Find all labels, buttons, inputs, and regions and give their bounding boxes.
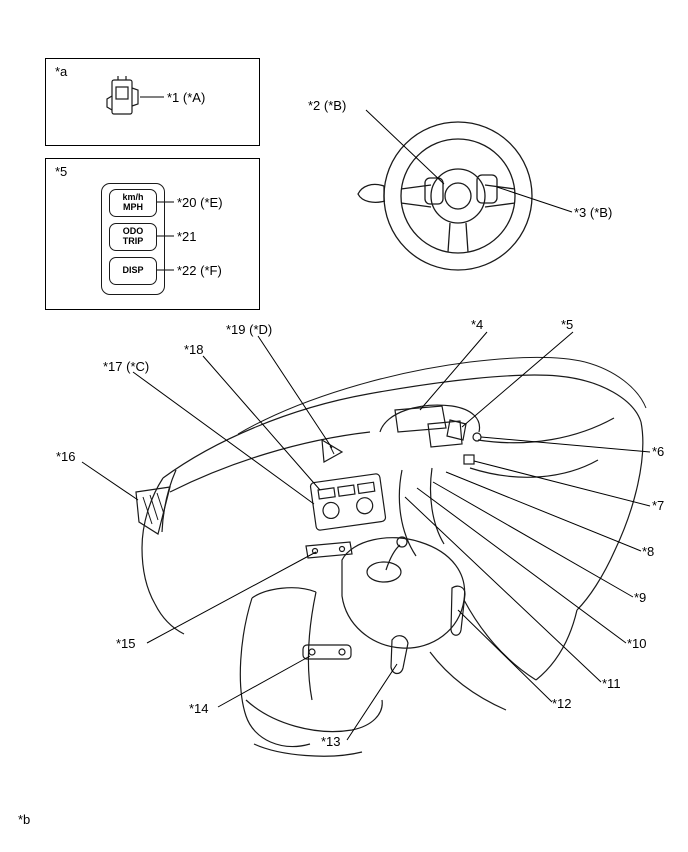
callout-18: *18 — [184, 342, 204, 357]
column-stalk-part — [357, 183, 386, 203]
callout-1: *1 (*A) — [167, 90, 206, 105]
dashboard-illustration — [135, 357, 647, 757]
right-wheel-switch-part — [476, 174, 498, 204]
kmh-mph-button-line2: MPH — [123, 202, 143, 212]
callout-12: *12 — [552, 696, 572, 711]
callout-20: *20 (*E) — [177, 195, 223, 210]
odo-trip-button-line1: ODO — [122, 226, 144, 237]
switch-part-illustration — [106, 76, 139, 115]
seat-illustration — [239, 587, 383, 757]
callout-22: *22 (*F) — [177, 263, 222, 278]
callout-21: *21 — [177, 229, 197, 244]
callout-15: *15 — [116, 636, 136, 651]
inset-box-switch-panel: *5 km/h MPH ODO TRIP DISP — [45, 158, 260, 310]
callout-9: *9 — [634, 590, 647, 605]
odo-trip-button-line2: TRIP — [122, 236, 144, 246]
callout-17: *17 (*C) — [103, 359, 150, 374]
callout-4: *4 — [471, 317, 484, 332]
inset-box-a: *a — [45, 58, 260, 146]
leader-lines — [81, 96, 651, 741]
disp-button-drawing: DISP — [109, 257, 157, 285]
steering-wheel-illustration — [357, 121, 533, 271]
callout-19: *19 (*D) — [226, 322, 273, 337]
kmh-mph-button-drawing: km/h MPH — [109, 189, 157, 217]
callout-5: *5 — [561, 317, 574, 332]
left-wheel-switch-part — [424, 177, 444, 205]
small-parts — [302, 419, 482, 675]
footnote-b: *b — [18, 812, 31, 827]
meter-cluster-part — [394, 405, 447, 433]
inset-box-a-label: *a — [55, 64, 68, 79]
callout-14: *14 — [189, 701, 209, 716]
inset-box-switch-label: *5 — [55, 164, 68, 179]
center-display-unit-part — [309, 473, 387, 531]
kmh-mph-button-line1: km/h — [122, 192, 144, 203]
odo-trip-button-drawing: ODO TRIP — [109, 223, 157, 251]
callout-11: *11 — [602, 676, 621, 691]
disp-button-line1: DISP — [122, 265, 144, 276]
callout-13: *13 — [321, 734, 341, 749]
callout-10: *10 — [627, 636, 647, 651]
callout-16: *16 — [56, 449, 76, 464]
callout-2: *2 (*B) — [308, 98, 347, 113]
callout-8: *8 — [642, 544, 655, 559]
switch-panel-outline — [101, 183, 165, 295]
side-vent-part — [135, 486, 171, 535]
callout-6: *6 — [652, 444, 665, 459]
callout-3: *3 (*B) — [574, 205, 613, 220]
callout-7: *7 — [652, 498, 665, 513]
